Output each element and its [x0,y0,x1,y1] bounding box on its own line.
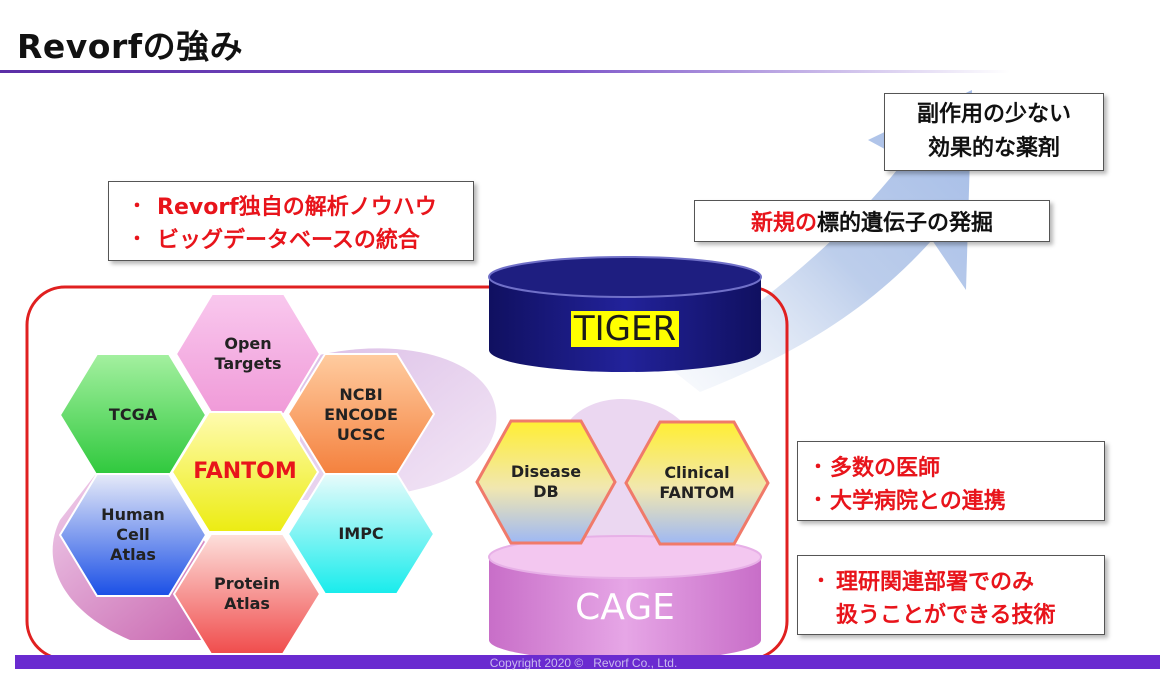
target-discovery-box: 新規の標的遺伝子の発掘 [694,200,1050,242]
bullet-dot: ・ [809,489,827,511]
bullet-dot: ・ [812,570,830,592]
footer-bar [15,655,1160,669]
hex-label-tcga: TCGA [108,405,158,424]
hex-label-clinical-fantom: Clinical FANTOM [659,463,735,502]
strength-item: ・ Revorf独自の解析ノウハウ [117,188,473,221]
hex-label-impc: IMPC [338,524,384,543]
hex-label-protein-atlas: Protein Atlas [214,574,280,613]
bullet-dot: ・ [128,195,146,217]
hex-clinical-fantom [624,420,770,546]
cage-cylinder-body [489,557,761,661]
title-underline [0,70,1010,73]
hex-label-disease-db: Disease DB [510,462,582,501]
riken-technology-box: ・ 理研関連部署でのみ 扱うことができる技術 [797,555,1105,635]
tiger-cylinder-top [488,256,762,298]
cage-cylinder-top [488,535,762,579]
riken-item: ・ 理研関連部署でのみ [806,563,1104,596]
hex-label-open-targets: Open Targets [214,334,282,373]
tiger-label: TIGER [489,306,761,352]
hex-impc [286,473,436,595]
hex-disease-db [475,419,617,545]
hex-label-human-cell-atlas: Human Cell Atlas [101,505,165,564]
bullet-dot: ・ [128,228,146,250]
hex-label-ncbi: NCBI ENCODE UCSC [324,385,398,444]
hex-human-cell-atlas [58,473,208,597]
bullet-dot: ・ [809,456,827,478]
copyright-text: Copyright 2020 © Revorf Co., Ltd. [489,656,678,670]
page-title: Revorfの強み [17,27,244,66]
strength-item: ・ ビッグデータベースの統合 [117,221,473,254]
hex-label-fantom: FANTOM [193,459,297,484]
hex-fantom [170,411,320,533]
hex-protein-atlas [172,533,322,655]
doctor-collaboration-box: ・ 多数の医師 ・ 大学病院との連携 [797,441,1105,521]
drug-result-box: 副作用の少ない 効果的な薬剤 [884,93,1104,171]
riken-item: 扱うことができる技術 [836,602,1056,628]
cage-label: CAGE [575,587,675,628]
doctor-item: ・ 大学病院との連携 [806,482,1104,515]
doctor-item: ・ 多数の医師 [806,449,1104,482]
strength-box: ・ Revorf独自の解析ノウハウ ・ ビッグデータベースの統合 [108,181,474,261]
